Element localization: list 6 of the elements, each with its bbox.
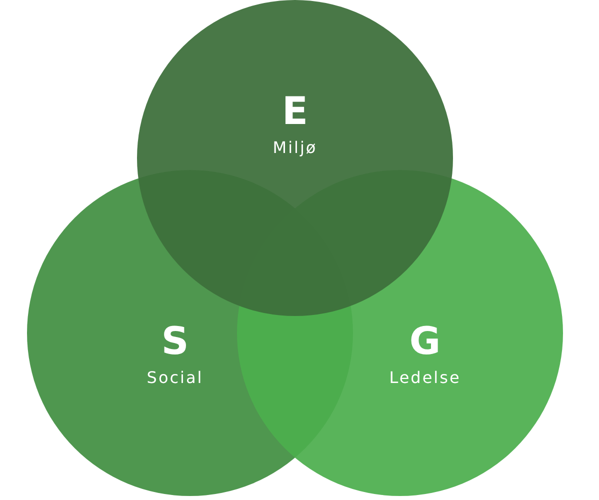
circle-letter: G xyxy=(409,322,441,360)
circle-letter: S xyxy=(161,322,189,360)
circle-label: Ledelse xyxy=(389,368,461,387)
circle-label: Social xyxy=(146,368,204,387)
circle-letter: E xyxy=(282,92,308,130)
circle-label: Miljø xyxy=(272,138,318,157)
